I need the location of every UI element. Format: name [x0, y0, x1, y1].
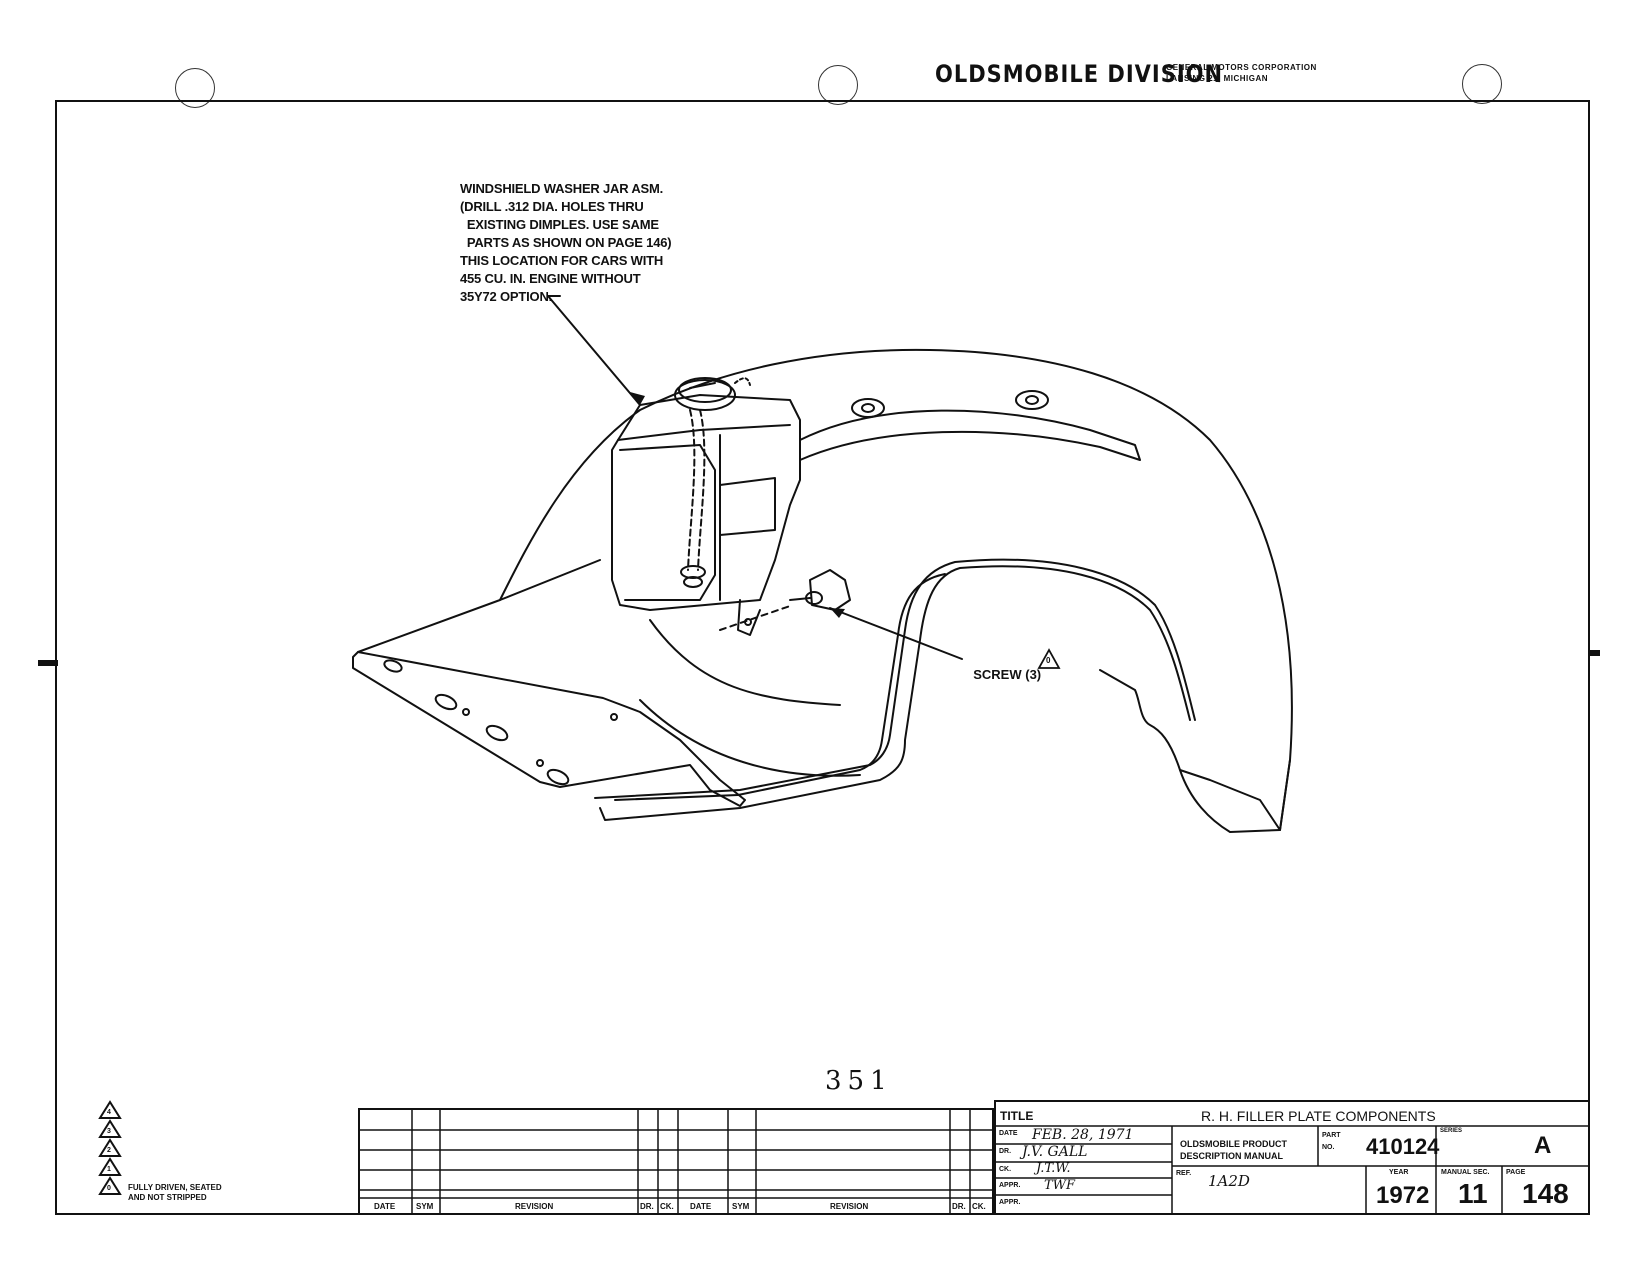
legend-symbol-0: 0: [107, 1185, 111, 1192]
screw-callout: SCREW (3): [966, 652, 1041, 682]
appr-value: TWF: [1044, 1178, 1076, 1193]
part-number: 410124: [1366, 1134, 1440, 1159]
binder-hole-center: [818, 65, 858, 105]
dr-value: J.V. GALL: [1022, 1144, 1088, 1160]
revision-block: DATE SYM REVISION DR. CK. DATE SYM REVIS…: [358, 1108, 994, 1215]
series-value: A: [1534, 1132, 1552, 1159]
binder-hole-right: [1462, 64, 1502, 104]
screw-leader: [829, 607, 963, 660]
ref-label: REF.: [1176, 1170, 1192, 1177]
corporation-location: LANSING 21, MICHIGAN: [1166, 74, 1269, 83]
washer-jar: [611, 377, 801, 636]
screw-fastener: [719, 569, 851, 631]
year-value: 1972: [1376, 1182, 1430, 1209]
manual-name: OLDSMOBILE PRODUCT DESCRIPTION MANUAL: [1180, 1139, 1287, 1161]
rev-header-sym-2: SYM: [732, 1202, 750, 1211]
date-label: DATE: [999, 1130, 1018, 1137]
rev-header-revision-1: REVISION: [515, 1202, 554, 1211]
rev-header-dr-2: DR.: [952, 1202, 966, 1211]
part-label: PART NO.: [1322, 1132, 1341, 1151]
manual-sec-label: MANUAL SEC.: [1441, 1169, 1490, 1176]
rev-header-revision-2: REVISION: [830, 1202, 869, 1211]
legend-symbol-2: 2: [107, 1147, 111, 1154]
ref-value: 1A2D: [1208, 1172, 1250, 1190]
rev-header-ck-1: CK.: [660, 1202, 674, 1211]
title-block: TITLE R. H. FILLER PLATE COMPONENTS DATE…: [994, 1100, 1590, 1215]
frame-edge-mark-left: [38, 660, 58, 666]
screw-torque-symbol-icon: [1037, 648, 1061, 669]
appr2-label: APPR.: [999, 1199, 1021, 1206]
dr-label: DR.: [999, 1148, 1012, 1155]
corporation-block: GENERAL MOTORS CORPORATION LANSING 21, M…: [1166, 62, 1317, 84]
date-value: FEB. 28, 1971: [1032, 1127, 1134, 1143]
washer-jar-callout: WINDSHIELD WASHER JAR ASM. (DRILL .312 D…: [460, 181, 672, 304]
legend-symbol-1: 1: [107, 1166, 111, 1173]
rev-header-sym-1: SYM: [416, 1202, 434, 1211]
page-label: PAGE: [1506, 1169, 1526, 1176]
division-title: OLDSMOBILE DIVISION: [935, 60, 1224, 88]
corporation-name: GENERAL MOTORS CORPORATION: [1166, 63, 1317, 72]
rev-header-dr-1: DR.: [640, 1202, 654, 1211]
ck-value: J.T.W.: [1036, 1161, 1071, 1176]
wheelhouse-panel: [499, 348, 1293, 833]
legend-triangles-icon: [98, 1100, 122, 1195]
ck-label: CK.: [999, 1166, 1012, 1173]
appr-label: APPR.: [999, 1182, 1021, 1189]
legend-symbol-4: 4: [107, 1109, 111, 1116]
sheet-number: 351: [825, 1066, 893, 1096]
rev-header-date-1: DATE: [374, 1202, 396, 1211]
series-label: SERIES: [1440, 1128, 1463, 1134]
drawing-title: R. H. FILLER PLATE COMPONENTS: [1201, 1108, 1436, 1124]
title-grid: [996, 1125, 1588, 1213]
symbol-legend: 4 3 2 1 0: [98, 1100, 122, 1196]
washer-jar-leader: [547, 295, 641, 406]
legend-note: FULLY DRIVEN, SEATED AND NOT STRIPPED: [128, 1183, 222, 1202]
year-label: YEAR: [1389, 1169, 1409, 1176]
frame-edge-mark-right: [1588, 650, 1600, 656]
rev-header-ck-2: CK.: [972, 1202, 986, 1211]
page-value: 148: [1522, 1178, 1569, 1209]
title-label: TITLE: [1000, 1109, 1034, 1123]
legend-symbol-3: 3: [107, 1128, 111, 1135]
screw-symbol-value: 0: [1046, 656, 1051, 665]
revision-grid: [360, 1110, 992, 1213]
manual-sec-value: 11: [1458, 1178, 1488, 1209]
rev-header-date-2: DATE: [690, 1202, 712, 1211]
mounting-flange: [352, 559, 746, 807]
screw-callout-text: SCREW (3): [973, 667, 1042, 682]
